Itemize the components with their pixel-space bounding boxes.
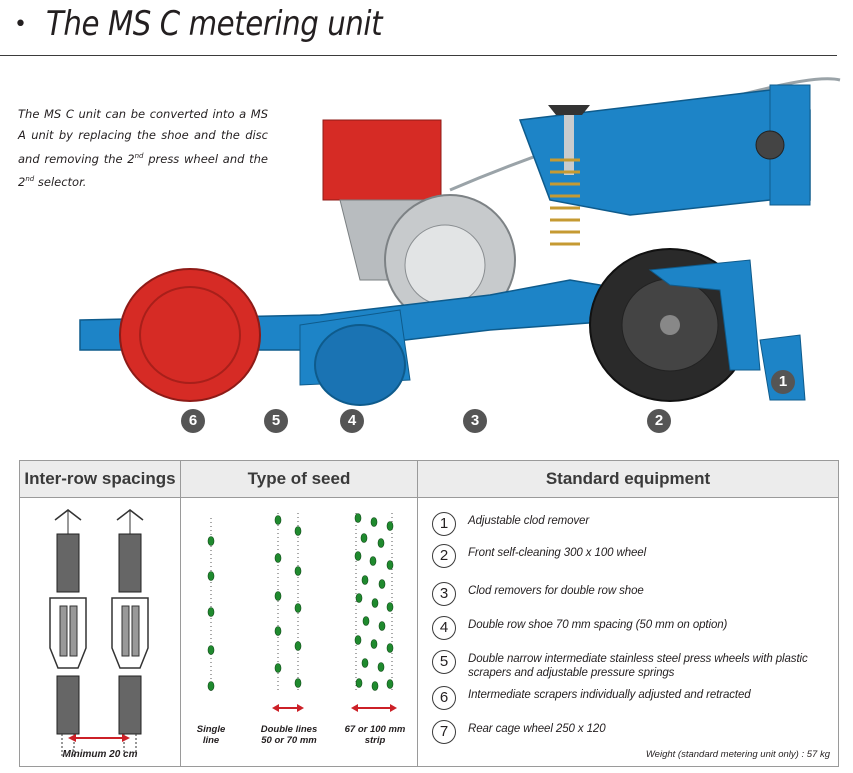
metering-unit-illustration: [79, 77, 841, 406]
page-title: The MS C metering unit: [46, 4, 383, 44]
header-inter-row-spacings: Inter-row spacings: [19, 460, 181, 498]
callout-6: 6: [181, 409, 205, 433]
spec-table: Inter-row spacings Type of seed Standard…: [19, 460, 839, 767]
callout-4: 4: [340, 409, 364, 433]
title-bar: • The MS C metering unit: [0, 0, 853, 56]
callout-1: 1: [771, 370, 795, 394]
title-divider: [0, 55, 837, 56]
standard-equipment-cell: 1 Adjustable clod remover 2 Front self-c…: [418, 498, 838, 766]
row-spacing-diagram: [49, 509, 149, 756]
spacing-minimum-label: Minimum 20 cm: [62, 749, 138, 760]
inter-row-spacing-cell: Minimum 20 cm: [20, 498, 180, 766]
title-bullet: •: [14, 12, 27, 37]
intro-paragraph: The MS C unit can be converted into a MS…: [18, 106, 268, 190]
callout-2: 2: [647, 409, 671, 433]
header-type-of-seed: Type of seed: [180, 460, 418, 498]
header-standard-equipment: Standard equipment: [417, 460, 839, 498]
weight-note: Weight (standard metering unit only) : 5…: [645, 749, 830, 760]
seed-spacing-arrows: [272, 704, 397, 712]
seed-pattern-diagram: [207, 513, 394, 693]
callout-3: 3: [463, 409, 487, 433]
callout-5: 5: [264, 409, 288, 433]
